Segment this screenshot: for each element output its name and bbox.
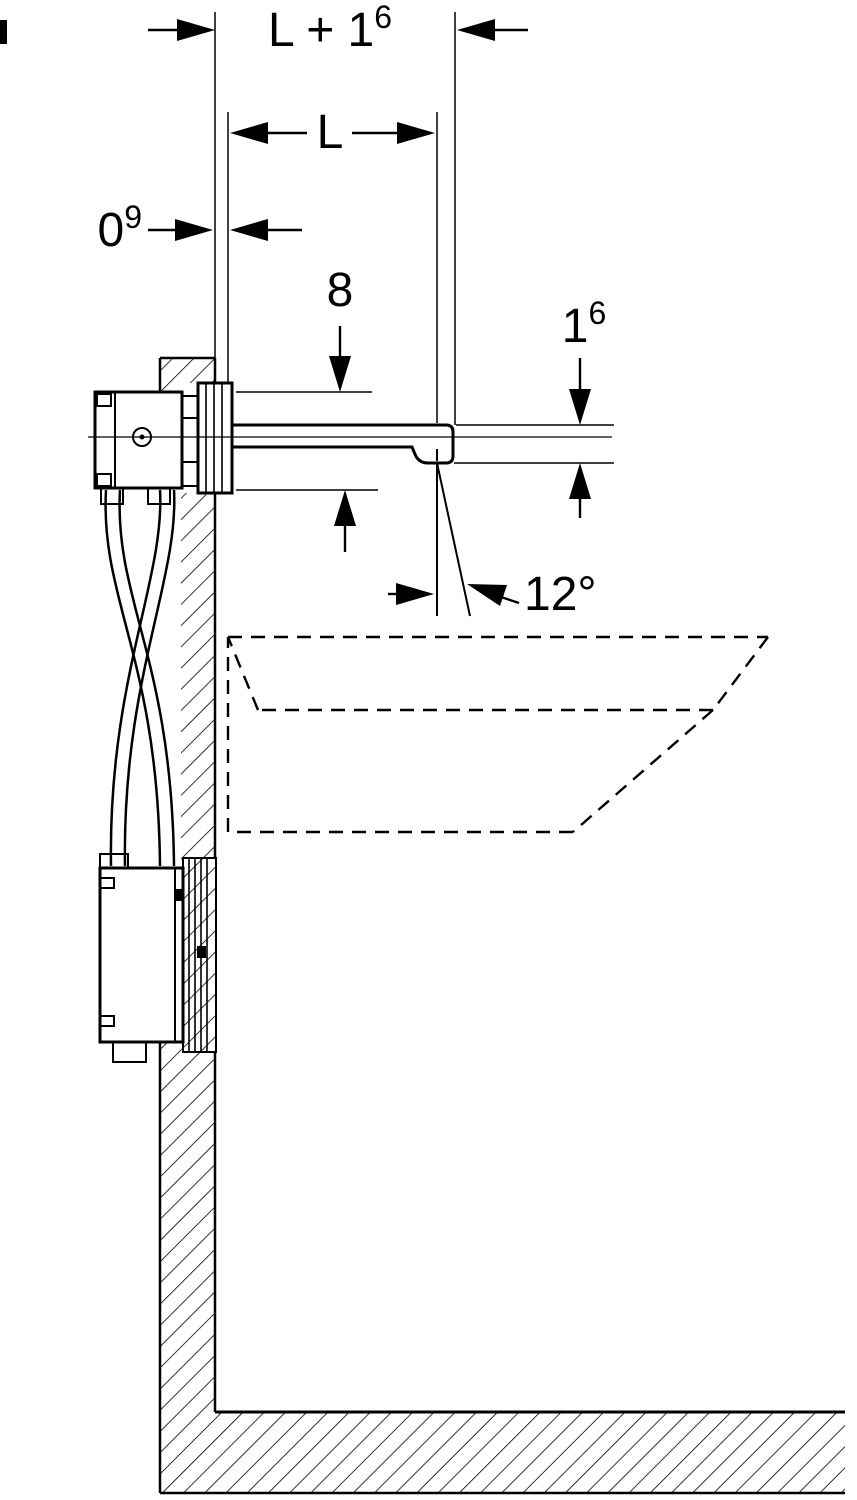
dim-label-12deg: 12° (524, 568, 597, 621)
spout (230, 423, 455, 465)
dim-stem (500, 595, 520, 605)
water-stream (436, 462, 471, 617)
arrow-down-icon (569, 389, 591, 425)
cover-screw-mark (197, 946, 206, 958)
faucet-box-notch-top (96, 393, 112, 407)
function-box-bottom-notch (112, 1041, 147, 1063)
function-box-body (98, 866, 185, 1044)
arrow-left-angled-icon (467, 584, 507, 606)
arrow-right-icon (177, 19, 215, 41)
arrow-up-icon (569, 463, 591, 499)
basin-right-upper-line (712, 636, 769, 711)
dimension-8: 8 (327, 264, 356, 552)
tube-line (104, 489, 162, 867)
supply-tubes (104, 489, 176, 867)
dimension-l: L (230, 106, 435, 159)
dim-label-8: 8 (327, 264, 354, 317)
stream-line (436, 462, 471, 617)
dim-label-l: L (317, 106, 344, 159)
arrow-right-icon (397, 122, 435, 144)
dimension-l-plus-16: L + 16 (148, 0, 528, 57)
tube-line (123, 489, 176, 867)
box-latch-mark (176, 889, 183, 901)
spout-body (230, 423, 455, 465)
arrow-left-icon (230, 219, 268, 241)
dimension-angle-12: 12° (388, 568, 597, 621)
faucet-box-notch-bottom (96, 473, 112, 487)
arrow-left-icon (457, 19, 495, 41)
function-box-tab-bottom (99, 1015, 115, 1027)
arrow-right-icon (175, 219, 213, 241)
floor-hatch-fill (215, 1412, 845, 1493)
function-box-tab-top (99, 877, 115, 889)
wall-floor-outline (158, 356, 845, 1495)
basin-left-slant-line (226, 636, 260, 711)
tube-fitting-left (100, 487, 124, 505)
tube-line (118, 489, 176, 867)
tube-fitting-right (147, 487, 171, 505)
dimension-0-9: 09 (98, 199, 302, 257)
concealed-faucet-box (93, 390, 199, 505)
washbasin-outline (226, 635, 769, 834)
arrow-right-icon (396, 583, 434, 605)
dim-label-l-plus-16: L + 16 (268, 0, 392, 57)
extension-lines (88, 12, 614, 491)
dimension-1-6: 16 (562, 295, 607, 518)
dim-label-1-6: 16 (562, 295, 607, 353)
dim-label-0-9: 09 (98, 199, 143, 257)
floor-hatch (215, 1412, 845, 1493)
basin-right-lower-line (572, 709, 714, 833)
arrow-down-icon (329, 356, 351, 392)
wall-plate (196, 381, 234, 495)
wall-plate-body (196, 381, 234, 495)
faucet-cavity-cutout (182, 383, 198, 493)
arrow-up-icon (334, 490, 356, 526)
faucet-box-body (93, 390, 184, 490)
tube-line (109, 489, 162, 867)
arrow-left-icon (230, 122, 268, 144)
crop-artifact (0, 20, 7, 44)
function-box (98, 853, 217, 1063)
